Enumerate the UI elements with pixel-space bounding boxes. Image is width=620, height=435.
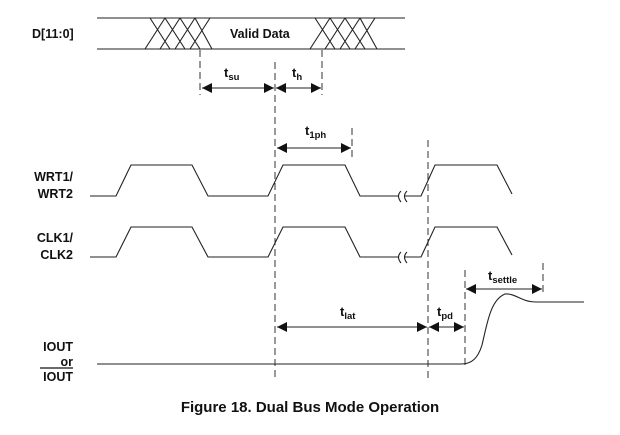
figure-caption: Figure 18. Dual Bus Mode Operation	[181, 399, 439, 416]
valid-data-label: Valid Data	[230, 27, 291, 41]
clk-waveform	[90, 226, 398, 258]
wrt-waveform	[90, 164, 398, 197]
tsu-dimension	[202, 83, 274, 93]
tlat-label: tlat	[340, 304, 356, 322]
tlat-dimension	[277, 322, 427, 332]
t1ph-dimension	[277, 143, 351, 153]
tsu-label: tsu	[224, 65, 240, 83]
clk-label-line2: CLK2	[40, 248, 73, 262]
iout-bar-label: IOUT	[43, 370, 73, 384]
tsettle-dimension	[466, 284, 542, 294]
wrt-label-line1: WRT1/	[34, 170, 73, 184]
wrt-waveform-cont	[404, 164, 513, 197]
th-label: th	[292, 65, 302, 83]
data-bus-waveform	[97, 17, 405, 50]
clk-waveform-cont	[404, 226, 513, 258]
iout-label-line2: or	[61, 355, 74, 369]
iout-waveform	[97, 293, 584, 365]
tpd-label: tpd	[437, 304, 453, 322]
t1ph-label: t1ph	[305, 123, 326, 141]
th-dimension	[276, 83, 321, 93]
clk-label-line1: CLK1/	[37, 231, 74, 245]
wrt-label-line2: WRT2	[38, 187, 73, 201]
iout-label-line1: IOUT	[43, 340, 73, 354]
data-bus-label: D[11:0]	[32, 27, 74, 41]
tsettle-label: tsettle	[488, 268, 517, 286]
tpd-dimension	[429, 322, 464, 332]
